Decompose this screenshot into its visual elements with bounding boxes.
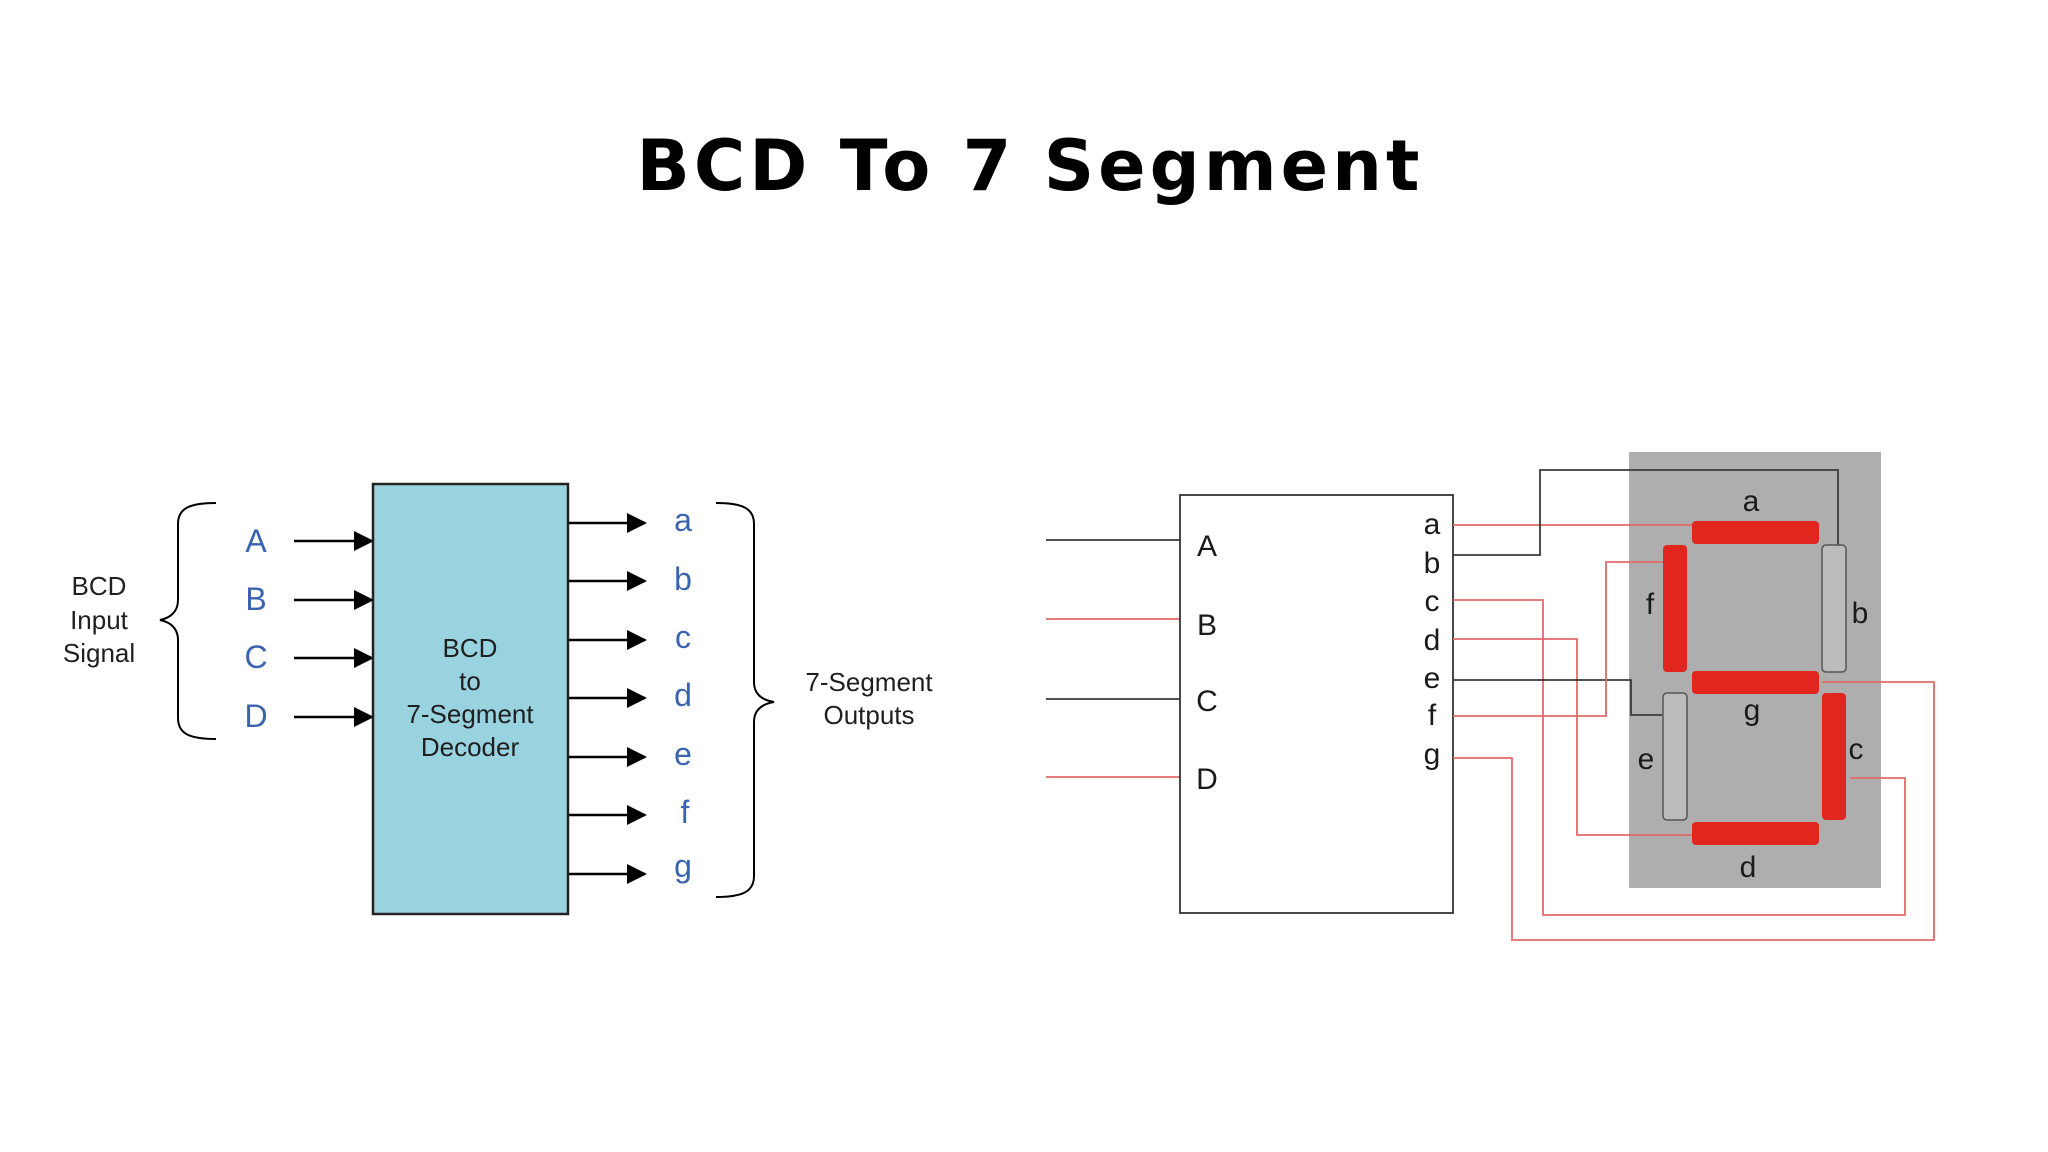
- ic-output-b-label: b: [1424, 547, 1441, 580]
- segment-g: [1692, 671, 1819, 694]
- ic-input-c-label: C: [1196, 685, 1218, 718]
- decoder-label-line-3: 7-Segment: [406, 699, 534, 729]
- left-output-f-label: f: [681, 794, 690, 830]
- wire-d: [1453, 638, 1692, 836]
- segment-b-label: b: [1852, 597, 1869, 630]
- decoder-label-line-2: to: [459, 666, 481, 696]
- ic-output-e-label: e: [1424, 662, 1441, 695]
- segment-a: [1692, 521, 1819, 544]
- left-output-a-label: a: [674, 502, 692, 538]
- ic-input-b-label: B: [1197, 609, 1217, 642]
- segment-c: [1822, 693, 1846, 820]
- ic-output-d-label: d: [1424, 624, 1441, 657]
- decoder-label-line-4: Decoder: [421, 732, 520, 762]
- ic-output-a-label: a: [1424, 508, 1441, 541]
- bcd-input-label-line-1: BCD: [72, 571, 127, 601]
- page-title: BCD To 7 Segment: [636, 125, 1424, 207]
- wire-c: [1453, 599, 1906, 916]
- segment-d: [1692, 822, 1819, 845]
- ic-input-a-label: A: [1197, 530, 1217, 563]
- left-input-c-label: C: [244, 639, 267, 675]
- segment-e: [1662, 692, 1688, 821]
- outputs-label-line-2: Outputs: [823, 700, 914, 730]
- bcd-input-label-line-2: Input: [70, 605, 129, 635]
- decoder-box: [371, 482, 570, 916]
- right-wiring-diagram: A B C D a b c d e f g a b c d e f g: [1046, 452, 1935, 941]
- segment-a-label: a: [1743, 485, 1760, 518]
- ic-output-c-label: c: [1425, 585, 1440, 618]
- wire-f: [1453, 561, 1663, 717]
- left-input-b-label: B: [245, 581, 266, 617]
- bcd-input-label-line-3: Signal: [63, 638, 135, 668]
- left-input-a-label: A: [245, 523, 267, 559]
- wire-b: [1453, 469, 1839, 556]
- decoder-label-line-1: BCD: [443, 633, 498, 663]
- ic-output-f-label: f: [1428, 699, 1437, 732]
- ic-output-g-label: g: [1424, 738, 1441, 771]
- segment-d-label: d: [1740, 851, 1757, 884]
- segment-c-label: c: [1849, 733, 1864, 766]
- wire-g: [1453, 681, 1935, 941]
- decoder-ic-box: [1179, 494, 1454, 914]
- input-brace: [159, 502, 217, 740]
- segment-g-label: g: [1744, 694, 1761, 727]
- segment-f: [1663, 545, 1687, 672]
- outputs-label-line-1: 7-Segment: [805, 667, 933, 697]
- left-block-diagram: BCD Input Signal A B C D BCD to 7-Segmen…: [63, 482, 933, 916]
- output-brace: [715, 502, 775, 898]
- left-output-c-label: c: [675, 619, 691, 655]
- left-input-d-label: D: [244, 698, 267, 734]
- ic-input-d-label: D: [1196, 763, 1218, 796]
- left-output-d-label: d: [674, 677, 692, 713]
- left-output-b-label: b: [674, 561, 692, 597]
- left-output-e-label: e: [674, 736, 692, 772]
- left-output-g-label: g: [674, 848, 692, 884]
- wire-e: [1453, 679, 1662, 716]
- segment-f-label: f: [1646, 588, 1655, 621]
- segment-e-label: e: [1638, 743, 1655, 776]
- segment-b: [1821, 544, 1847, 673]
